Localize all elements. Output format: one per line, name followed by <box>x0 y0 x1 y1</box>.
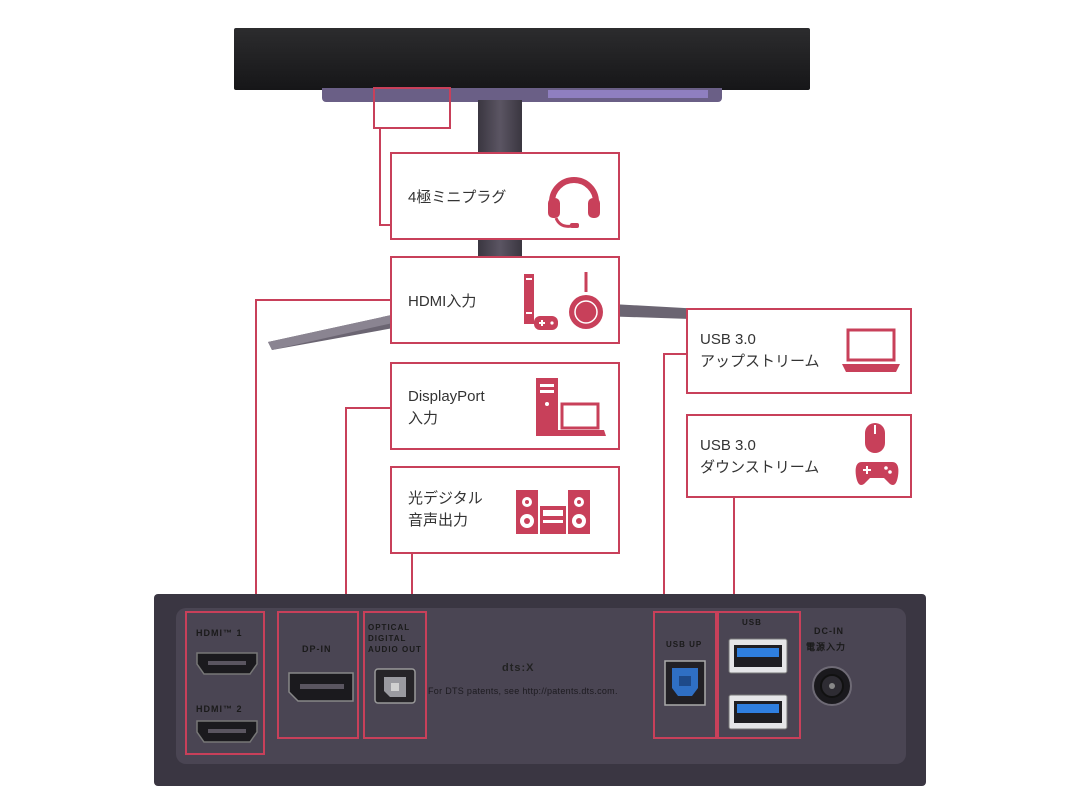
port-label-usb-down: USB <box>742 618 762 627</box>
port-label-usb-up: USB UP <box>666 640 703 649</box>
gamepad-icon <box>855 462 899 485</box>
monitor-bezel-light <box>548 90 708 98</box>
port-label-dc: DC-IN <box>814 626 844 636</box>
laptop-icon <box>842 328 900 372</box>
mouse-icon <box>865 423 885 453</box>
callout-usb-upstream: USB 3.0 アップストリーム <box>686 308 912 394</box>
port-label-dc-sub: 電源入力 <box>806 642 847 652</box>
usb-upstream-port[interactable] <box>662 658 708 708</box>
port-label-hdmi2: HDMI™ 2 <box>196 704 243 714</box>
streaming-device-icon <box>569 272 603 329</box>
callout-displayport-label: DisplayPort 入力 <box>408 388 485 427</box>
callout-optical: 光デジタル 音声出力 <box>390 466 620 554</box>
callout-usb-downstream-label: USB 3.0 ダウンストリーム <box>700 437 820 476</box>
port-label-hdmi1: HDMI™ 1 <box>196 628 243 638</box>
game-console-icon <box>524 274 558 330</box>
callout-usb-downstream: USB 3.0 ダウンストリーム <box>686 414 912 498</box>
hdmi-port-2[interactable] <box>194 718 260 746</box>
usb-downstream-port-2[interactable] <box>726 692 790 732</box>
callout-headphone-label: 4極ミニプラグ <box>408 189 507 206</box>
dc-power-port[interactable] <box>810 664 854 708</box>
callout-hdmi: HDMI入力 <box>390 256 620 344</box>
callout-optical-label: 光デジタル 音声出力 <box>408 490 483 529</box>
dts-patent-note: For DTS patents, see http://patents.dts.… <box>428 686 618 696</box>
callout-usb-upstream-label: USB 3.0 アップストリーム <box>700 331 820 370</box>
headset-icon <box>548 177 600 228</box>
callout-headphone: 4極ミニプラグ <box>390 152 620 240</box>
optical-audio-port[interactable] <box>372 666 418 706</box>
displayport-port[interactable] <box>286 670 356 704</box>
stereo-system-icon <box>516 490 590 534</box>
callout-hdmi-label: HDMI入力 <box>408 293 477 310</box>
port-label-optical: OPTICAL DIGITAL AUDIO OUT <box>368 623 422 654</box>
usb-downstream-port-1[interactable] <box>726 636 790 676</box>
dts-logo: dts:X <box>502 662 535 674</box>
callout-displayport: DisplayPort 入力 <box>390 362 620 450</box>
hdmi-port-1[interactable] <box>194 650 260 678</box>
desktop-pc-icon <box>536 378 606 436</box>
monitor-screen <box>234 28 810 90</box>
port-label-dp: DP-IN <box>302 644 332 654</box>
